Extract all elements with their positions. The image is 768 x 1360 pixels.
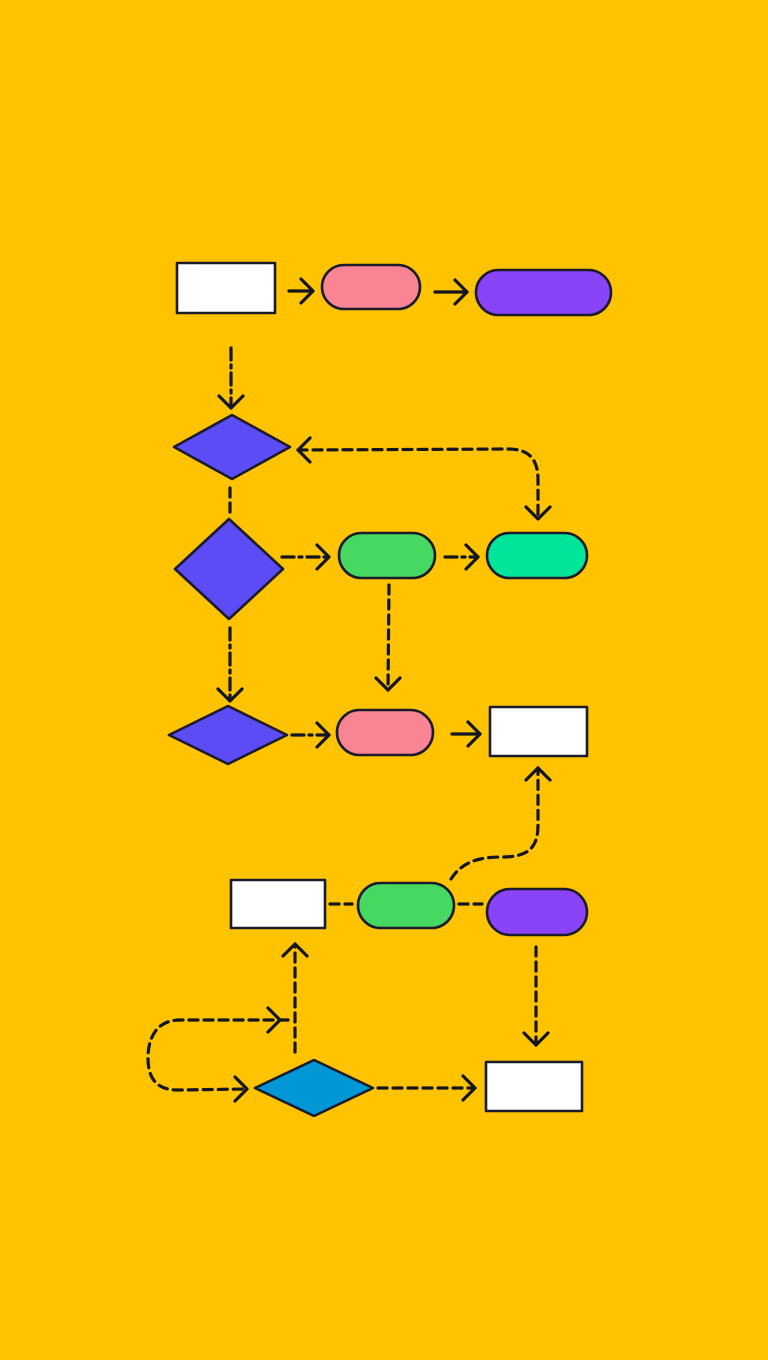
pink-pill-node-n2 — [320, 263, 422, 311]
green-pill-node-n6 — [337, 531, 437, 580]
arrowhead-e4-secondary — [296, 436, 312, 464]
edge-n14-to-n14 — [146, 1018, 290, 1092]
edges-layer — [146, 277, 552, 1103]
edge-n7-to-n4 — [296, 447, 540, 521]
arrowhead-e2 — [453, 278, 469, 306]
white-rectangle-node-n15 — [484, 1060, 584, 1113]
white-rectangle-node-n1 — [175, 261, 277, 315]
arrowhead-e17-secondary — [266, 1006, 282, 1034]
pink-pill-node-n9 — [335, 708, 435, 757]
arrowhead-e9 — [216, 687, 244, 703]
arrowhead-e7 — [464, 543, 480, 571]
edge-n12-to-n10 — [449, 766, 540, 881]
violet-pill-node-n13 — [485, 887, 589, 937]
white-rectangle-node-n10 — [488, 705, 589, 758]
blue-diamond-node-n5 — [173, 517, 285, 621]
edge-n6-to-n9 — [386, 583, 391, 692]
arrowhead-e18 — [461, 1074, 477, 1102]
arrowhead-e11 — [466, 720, 482, 748]
nodes-layer — [167, 261, 613, 1118]
arrowhead-e15 — [522, 1031, 550, 1047]
blue-diamond-node-n4 — [172, 413, 292, 481]
white-rectangle-node-n11 — [229, 878, 327, 930]
cyan-diamond-node-n14 — [253, 1058, 375, 1118]
arrowhead-e3 — [217, 394, 245, 410]
arrowhead-e4 — [524, 505, 552, 521]
mint-pill-node-n7 — [485, 531, 589, 580]
arrowhead-e14 — [524, 766, 552, 782]
arrowhead-e6 — [315, 543, 331, 571]
blue-diamond-node-n8 — [167, 704, 289, 766]
violet-pill-node-n3 — [474, 268, 613, 317]
arrowhead-e17 — [233, 1075, 249, 1103]
arrowhead-e8 — [374, 676, 402, 692]
arrowhead-e1 — [299, 277, 315, 305]
green-pill-node-n12 — [356, 881, 456, 930]
arrowhead-e10 — [315, 721, 331, 749]
arrowhead-e16 — [281, 942, 309, 958]
